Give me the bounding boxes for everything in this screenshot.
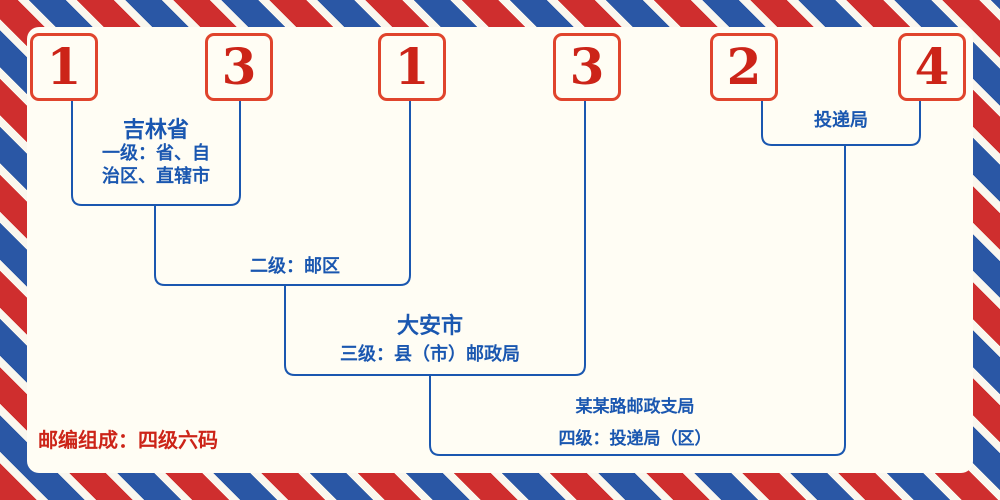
level4-description: 四级：投递局（区） <box>558 429 712 448</box>
postal-digit-3: 1 <box>394 37 430 96</box>
delivery-office-label: 投递局 <box>814 110 868 130</box>
level2-description: 二级：邮区 <box>250 256 340 276</box>
postal-digit-box-3: 1 <box>378 33 446 101</box>
branch-office-label: 某某路邮政支局 <box>575 397 695 416</box>
province-label: 吉林省 <box>122 117 189 142</box>
level1-description-line2: 治区、直辖市 <box>102 166 210 186</box>
level1-description-line1: 一级：省、自 <box>102 143 210 163</box>
postal-digit-4: 3 <box>569 37 605 96</box>
postal-digit-box-4: 3 <box>553 33 621 101</box>
level3-description: 三级：县（市）邮政局 <box>340 344 520 364</box>
postal-digit-box-2: 3 <box>205 33 273 101</box>
postal-code-composition-note: 邮编组成：四级六码 <box>38 430 218 452</box>
postal-digit-2: 3 <box>221 37 257 96</box>
postal-digit-box-6: 4 <box>898 33 966 101</box>
city-label: 大安市 <box>396 313 463 338</box>
postal-digit-6: 4 <box>914 37 950 96</box>
postal-digit-box-5: 2 <box>710 33 778 101</box>
postal-digit-box-1: 1 <box>30 33 98 101</box>
envelope-inner <box>27 27 973 473</box>
postal-digit-5: 2 <box>726 37 762 96</box>
level1-description: 一级：省、自 治区、直辖市 <box>72 142 240 188</box>
postal-digit-1: 1 <box>46 37 82 96</box>
